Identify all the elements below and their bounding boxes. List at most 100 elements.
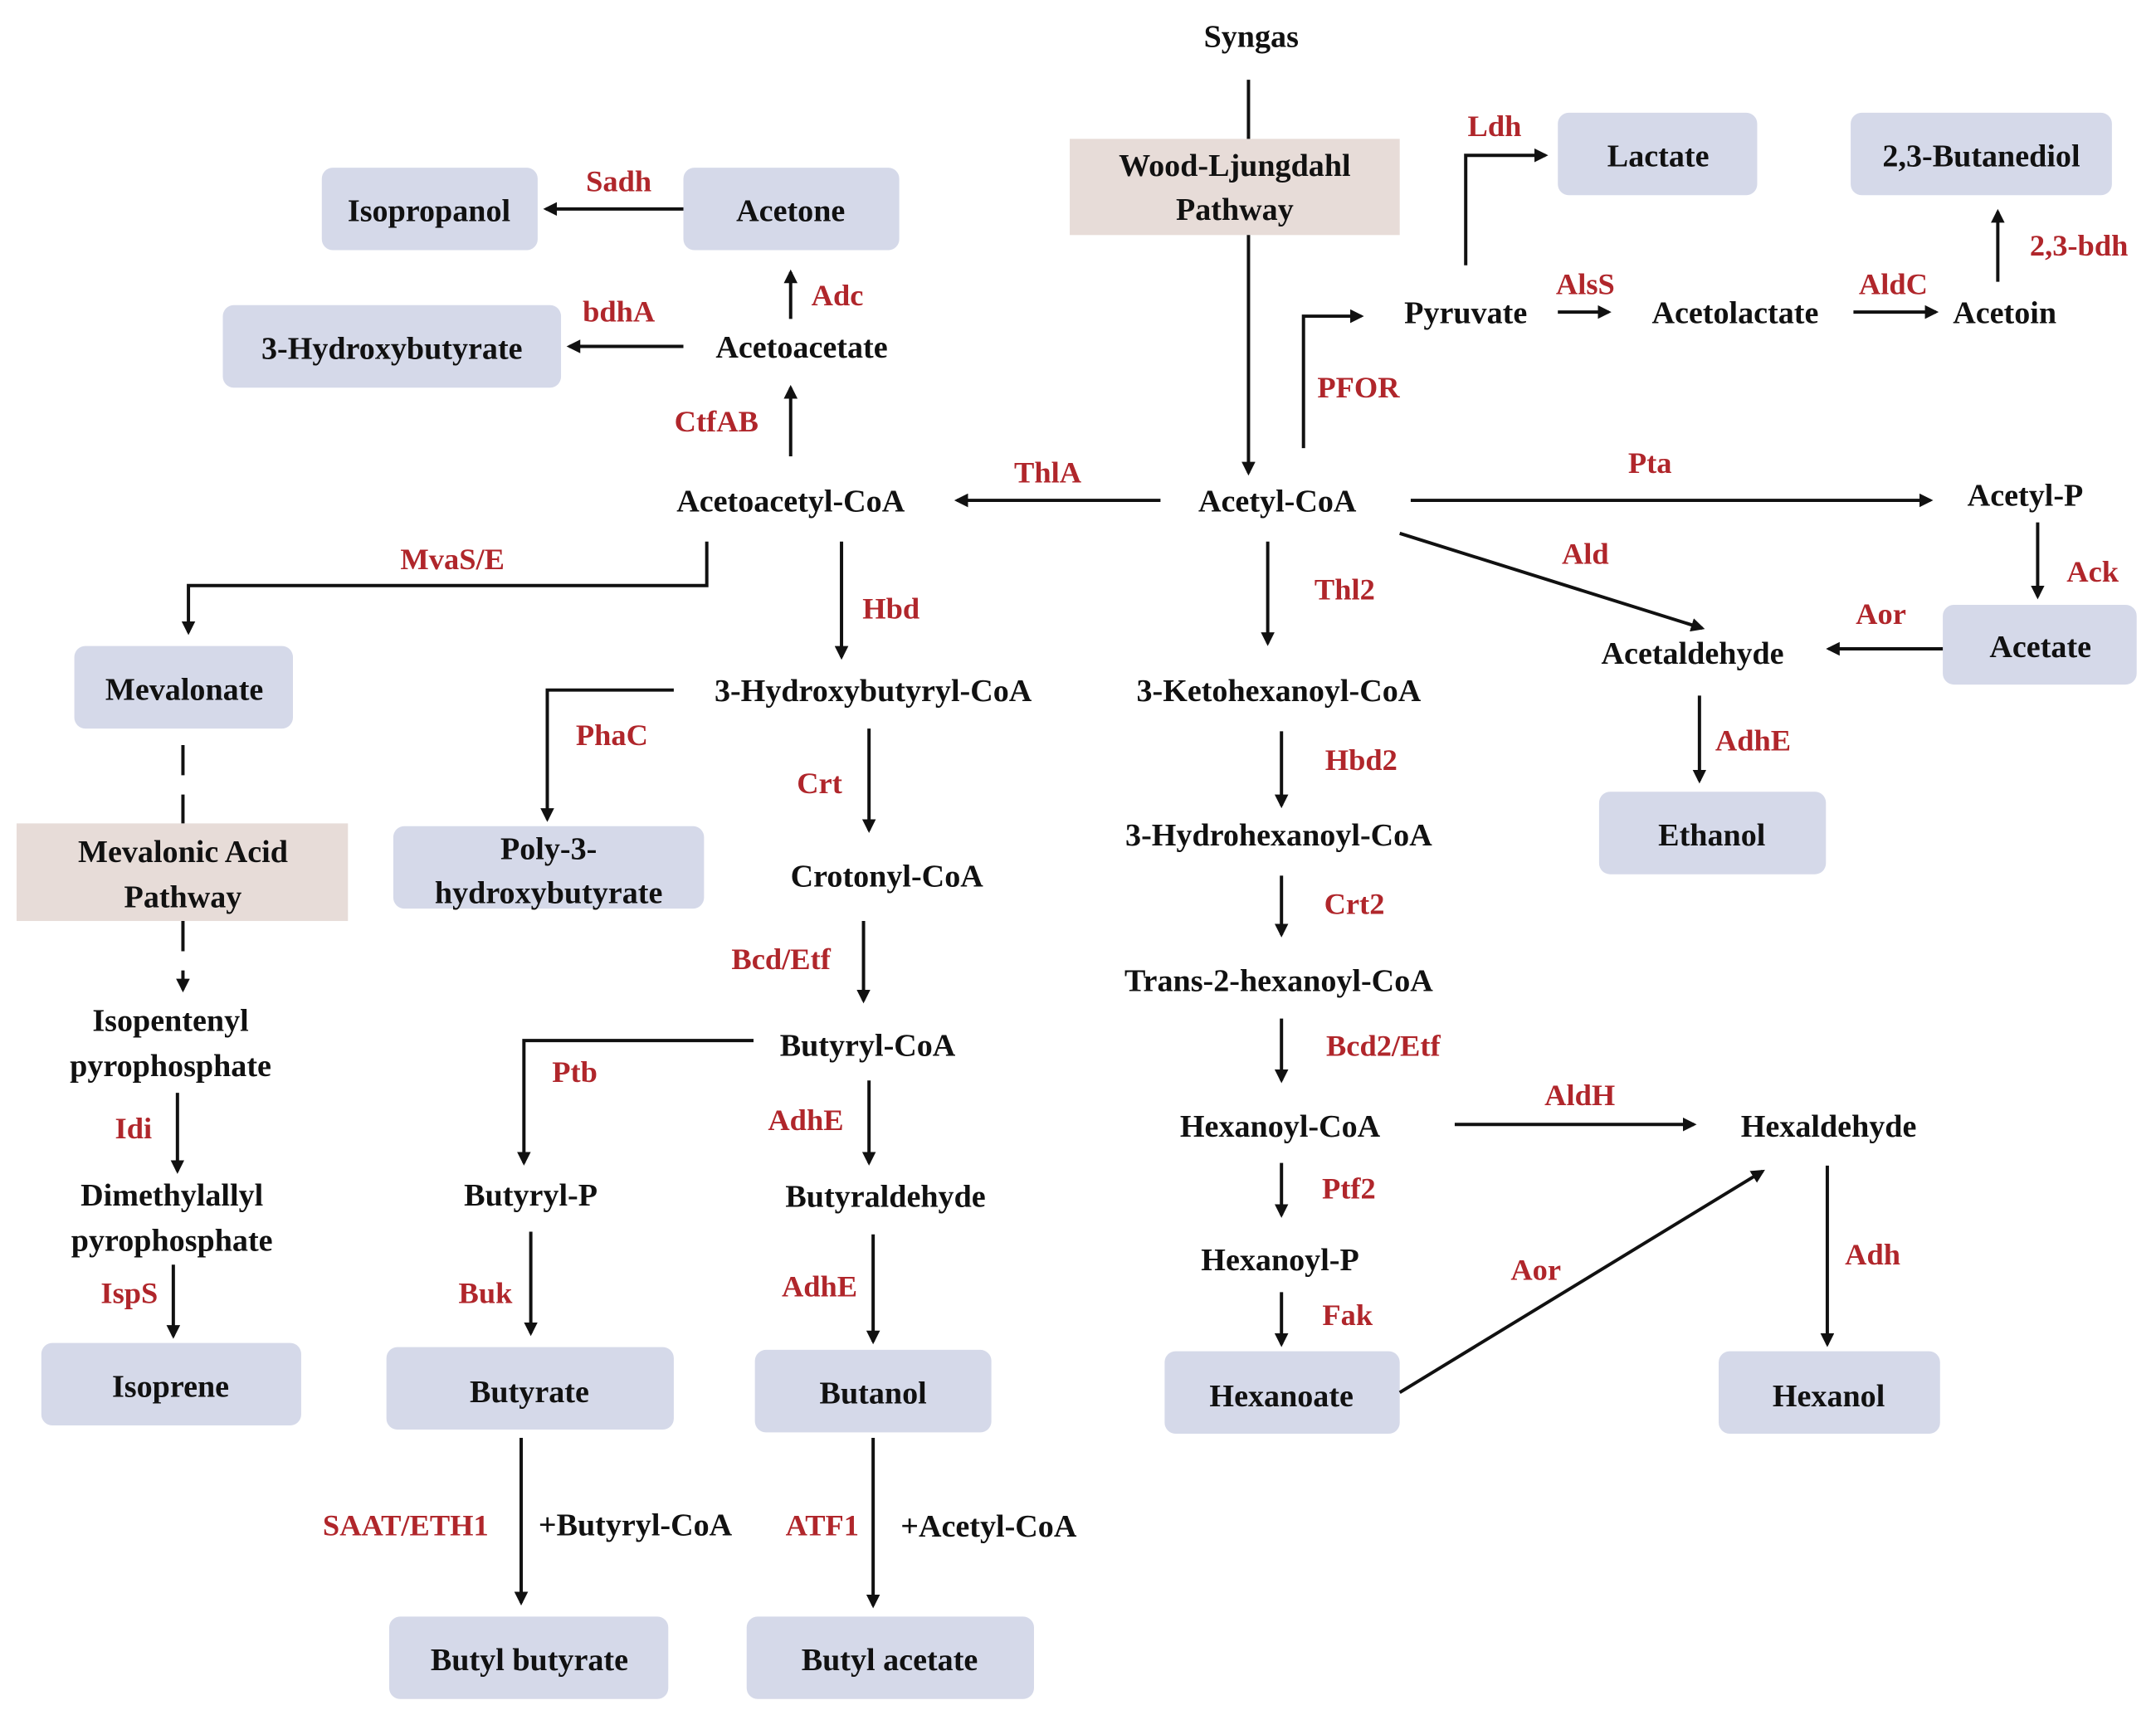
label-3-ketohexanoyl-coa: 3-Ketohexanoyl-CoA: [1136, 674, 1421, 709]
box-butyl-acetate: [746, 1616, 1034, 1699]
enzyme-hbd: Hbd: [862, 592, 919, 626]
enzyme-crt: Crt: [797, 767, 842, 800]
enzyme-aor-acetate: Aor: [1856, 597, 1906, 631]
label-acetyl-p: Acetyl-P: [1968, 479, 2084, 514]
arrow-hexanoate-hexaldehyde: [1398, 1169, 1765, 1394]
box-mevalonic-acid: [16, 823, 349, 922]
boxes: [16, 112, 2137, 1699]
label-plus-butyryl-coa: +Butyryl-CoA: [539, 1508, 733, 1543]
label-ethanol: Ethanol: [1658, 818, 1765, 853]
label-wlp-line2: Pathway: [1176, 192, 1294, 227]
label-acetyl-coa: Acetyl-CoA: [1198, 484, 1357, 519]
arrow-hbcoa-phb: [540, 688, 674, 822]
label-isoprene: Isoprene: [112, 1369, 229, 1404]
label-acetone: Acetone: [736, 194, 845, 229]
label-plus-acetyl-coa: +Acetyl-CoA: [900, 1509, 1077, 1544]
arrow-pyruvate-lactate: [1464, 148, 1549, 266]
label-lactate: Lactate: [1607, 139, 1710, 173]
enzyme-thl2: Thl2: [1315, 572, 1375, 606]
arrow-acetylcoa-pyruvate: [1301, 309, 1364, 449]
label-butyraldehyde: Butyraldehyde: [785, 1180, 985, 1215]
enzyme-aldc: AldC: [1859, 268, 1928, 301]
enzyme-crt2: Crt2: [1324, 888, 1385, 921]
box-ethanol: [1598, 792, 1827, 874]
label-syngas: Syngas: [1204, 19, 1299, 54]
box-hexanoate: [1164, 1351, 1400, 1434]
label-mva-line1: Mevalonic Acid: [78, 835, 288, 870]
enzyme-ack: Ack: [2066, 555, 2119, 588]
arrow-acetoacetylcoa-mevalonate: [181, 541, 709, 636]
label-hexanoyl-p: Hexanoyl-P: [1201, 1243, 1358, 1278]
enzyme-sadh: Sadh: [586, 164, 651, 197]
label-isopropanol: Isopropanol: [348, 194, 510, 229]
arrows: [166, 80, 2045, 1609]
enzyme-thla: ThlA: [1014, 456, 1082, 490]
enzyme-phac: PhaC: [576, 719, 648, 752]
enzyme-bcd2-etf: Bcd2/Etf: [1326, 1029, 1441, 1062]
box-acetone: [683, 168, 900, 251]
enzyme-bcd-etf: Bcd/Etf: [731, 943, 831, 976]
label-ipp-line2: pyrophosphate: [70, 1049, 271, 1084]
enzyme-ctfab: CtfAB: [675, 405, 759, 438]
box-phb: [393, 826, 705, 909]
enzyme-ldh: Ldh: [1468, 110, 1522, 143]
label-butyrate: Butyrate: [470, 1375, 589, 1410]
compound-labels: Syngas Wood-Ljungdahl Pathway Lactate 2,…: [70, 19, 2091, 1678]
enzyme-adhe-ethanol: AdhE: [1715, 724, 1791, 758]
label-dmapp-line1: Dimethylallyl: [80, 1178, 263, 1213]
label-mva-line2: Pathway: [124, 879, 242, 914]
enzyme-labels: Ldh Sadh Adc bdhA AlsS AldC 2,3-bdh PFOR…: [100, 110, 2128, 1542]
label-3-hydroxybutyryl-coa: 3-Hydroxybutyryl-CoA: [715, 674, 1032, 709]
enzyme-ptf2: Ptf2: [1322, 1172, 1376, 1206]
box-wood-ljungdahl: [1070, 139, 1400, 236]
label-hexanoate: Hexanoate: [1209, 1379, 1354, 1414]
label-3-hydrohexanoyl-coa: 3-Hydrohexanoyl-CoA: [1125, 818, 1432, 853]
label-hexaldehyde: Hexaldehyde: [1741, 1109, 1917, 1144]
box-butyl-butyrate: [388, 1616, 669, 1699]
label-acetaldehyde: Acetaldehyde: [1602, 636, 1784, 671]
enzyme-pta: Pta: [1628, 446, 1672, 480]
box-hydroxybutyrate: [222, 304, 562, 388]
enzyme-23-bdh: 2,3-bdh: [2030, 229, 2128, 262]
enzyme-ald: Ald: [1562, 537, 1609, 570]
enzyme-hbd2: Hbd2: [1325, 743, 1397, 777]
label-butyryl-p: Butyryl-P: [464, 1178, 598, 1213]
label-pyruvate: Pyruvate: [1404, 295, 1527, 330]
enzyme-atf1: ATF1: [786, 1509, 859, 1542]
enzyme-isps: IspS: [100, 1277, 158, 1310]
label-phb-line2: hydroxybutyrate: [435, 875, 662, 910]
enzyme-alss: AlsS: [1556, 268, 1615, 301]
label-phb-line1: Poly-3-: [500, 831, 597, 866]
label-butyryl-coa: Butyryl-CoA: [780, 1028, 956, 1063]
label-acetolactate: Acetolactate: [1651, 295, 1818, 330]
box-butyrate: [386, 1347, 674, 1430]
box-hexanol: [1719, 1351, 1940, 1434]
box-acetate: [1943, 604, 2137, 685]
label-crotonyl-coa: Crotonyl-CoA: [791, 860, 984, 894]
enzyme-ptb: Ptb: [552, 1055, 598, 1089]
label-hexanoyl-coa: Hexanoyl-CoA: [1180, 1109, 1381, 1144]
box-butanediol: [1851, 112, 2112, 196]
label-acetate: Acetate: [1989, 630, 2091, 665]
enzyme-aldh: AldH: [1544, 1079, 1615, 1112]
box-lactate: [1558, 112, 1758, 196]
enzyme-pfor: PFOR: [1317, 371, 1400, 404]
enzyme-fak: Fak: [1322, 1298, 1373, 1332]
enzyme-aor-hexanoate: Aor: [1510, 1253, 1561, 1286]
box-isopropanol: [321, 168, 538, 251]
enzyme-adhe-butanol: AdhE: [782, 1269, 857, 1303]
enzyme-mvase: MvaS/E: [400, 543, 505, 576]
label-butanediol: 2,3-Butanediol: [1882, 139, 2080, 173]
box-mevalonate: [74, 646, 293, 729]
label-butanol: Butanol: [820, 1376, 927, 1411]
label-butyl-acetate: Butyl acetate: [802, 1643, 978, 1678]
box-butanol: [754, 1349, 992, 1433]
label-mevalonate: Mevalonate: [105, 672, 263, 707]
arrow-acetylcoa-acetaldehyde: [1399, 531, 1705, 632]
enzyme-adc: Adc: [812, 279, 864, 312]
box-isoprene: [41, 1342, 301, 1426]
label-hydroxybutyrate: 3-Hydroxybutyrate: [261, 331, 523, 366]
label-hexanol: Hexanol: [1773, 1379, 1885, 1414]
enzyme-idi: Idi: [115, 1112, 153, 1145]
